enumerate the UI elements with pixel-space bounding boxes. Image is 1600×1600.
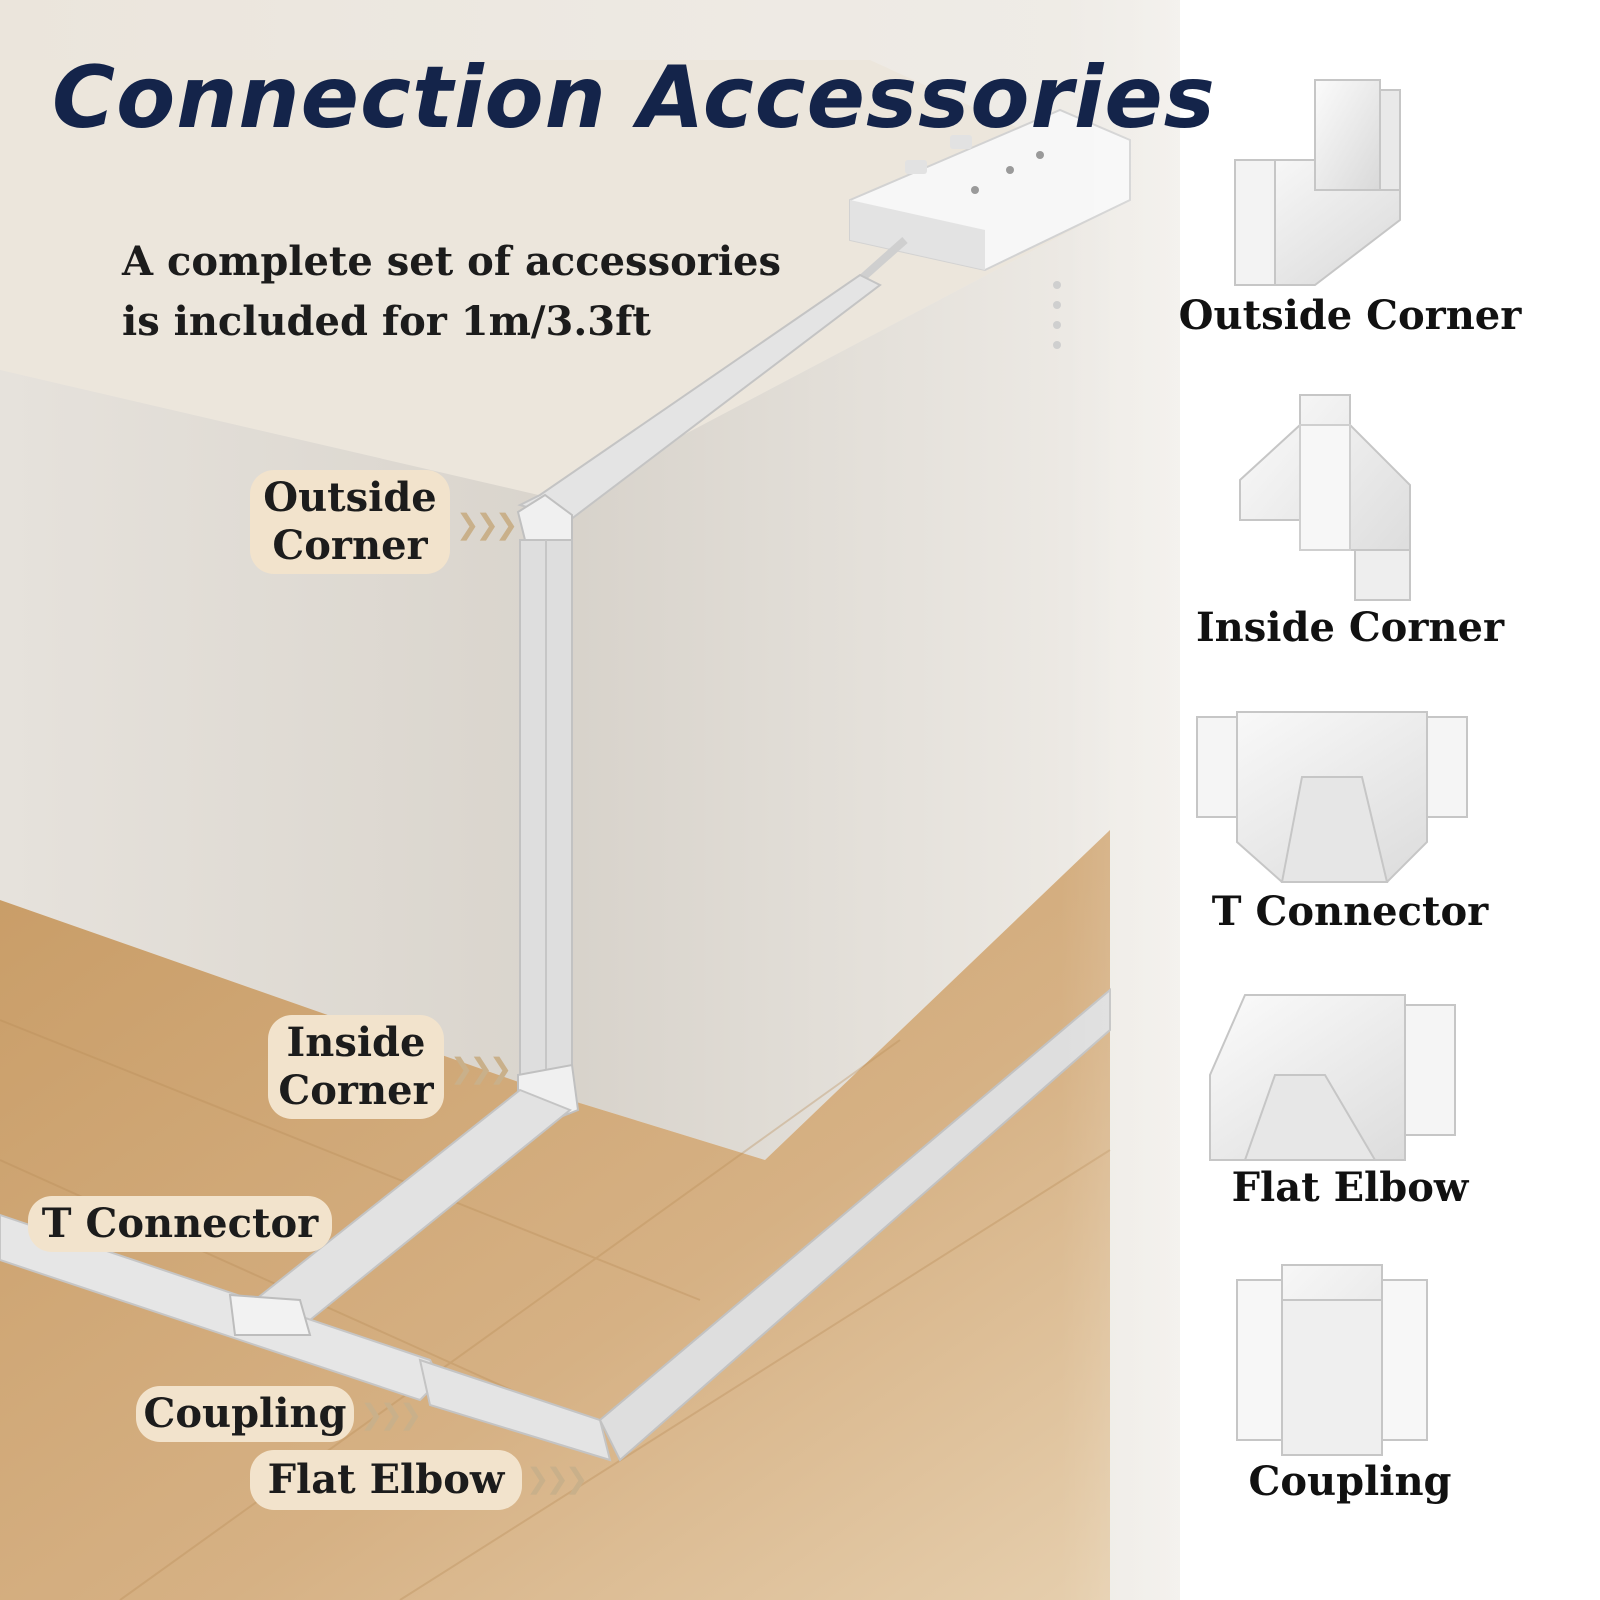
callout-coupling: Coupling (136, 1386, 354, 1442)
t-connector-part-icon (1196, 711, 1468, 883)
callout-outside-corner: Outside Corner (250, 470, 450, 574)
callout-text-line: Flat Elbow (267, 1456, 505, 1503)
callout-inside-corner: Inside Corner (268, 1015, 444, 1119)
inside-corner-part-icon (1239, 394, 1411, 601)
callout-t-connector: T Connector (28, 1196, 332, 1252)
callout-flat-elbow: Flat Elbow (250, 1450, 522, 1510)
subtitle: A complete set of accessories is include… (122, 232, 781, 352)
subtitle-line-1: A complete set of accessories (122, 238, 782, 285)
callout-text-line: Inside (286, 1019, 426, 1066)
callout-text-line: Coupling (143, 1390, 347, 1437)
callout-text-line: Corner (278, 1067, 434, 1114)
callout-text-line: Outside (263, 474, 437, 521)
subtitle-line-2: is included for 1m/3.3ft (122, 298, 651, 345)
callout-text-line: T Connector (41, 1200, 319, 1247)
accessory-label-coupling: Coupling (1248, 1458, 1452, 1505)
coupling-part-icon (1236, 1264, 1428, 1456)
chevron-right-icon: ❯❯❯ (456, 508, 518, 541)
chevron-right-icon: ❯❯❯ (360, 1398, 422, 1431)
accessory-label-outside-corner: Outside Corner (1178, 292, 1522, 339)
chevron-right-icon: ❯❯❯ (526, 1462, 588, 1495)
accessory-label-flat-elbow: Flat Elbow (1231, 1164, 1469, 1211)
flat-elbow-part-icon (1209, 994, 1456, 1161)
accessory-label-t-connector: T Connector (1211, 888, 1489, 935)
callout-text-line: Corner (272, 522, 428, 569)
accessory-label-inside-corner: Inside Corner (1195, 604, 1505, 651)
page-title: Connection Accessories (52, 48, 1216, 148)
chevron-right-icon: ❯❯❯ (450, 1052, 512, 1085)
outside-corner-part-icon (1234, 79, 1401, 286)
